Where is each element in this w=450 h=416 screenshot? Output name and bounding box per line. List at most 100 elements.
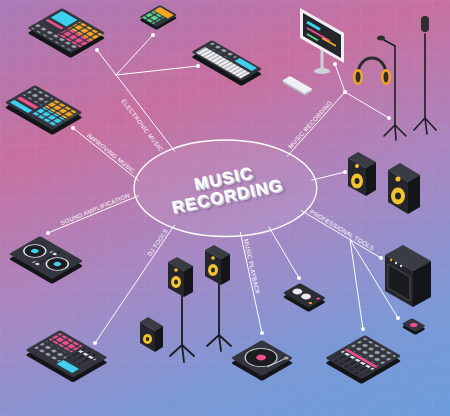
leader-dot — [297, 276, 301, 280]
computer-monitor — [282, 8, 344, 96]
branch-label: DJ TOOLS — [146, 228, 169, 258]
speaker — [366, 162, 376, 196]
branch-label-holder: ELECTRONIC MUSIC — [118, 92, 172, 154]
mixing-console — [325, 335, 401, 384]
leader-line — [97, 50, 175, 151]
amplifier — [385, 245, 431, 307]
leader-line — [335, 64, 345, 92]
turntable — [231, 340, 293, 376]
speaker — [174, 280, 178, 285]
speaker — [211, 256, 215, 260]
groovebox — [32, 107, 66, 127]
dj-controller — [52, 261, 62, 267]
speaker-stand — [170, 284, 231, 362]
turntable — [283, 356, 290, 360]
microphone — [421, 16, 429, 32]
speaker — [140, 245, 230, 352]
sampler-device — [27, 8, 105, 53]
leader-line — [301, 211, 381, 259]
speaker — [355, 178, 360, 184]
mixing-console — [325, 335, 401, 379]
leader-line — [312, 172, 345, 180]
amplifier — [388, 264, 410, 301]
leader-dot — [46, 33, 400, 345]
midi-keyboard — [191, 40, 262, 81]
leader-dot — [46, 231, 50, 235]
audio-interface — [283, 283, 326, 308]
leader-dot — [343, 170, 347, 174]
audio-interface — [316, 297, 321, 300]
groovebox — [10, 100, 33, 113]
sampler-device — [27, 8, 105, 58]
leader-line — [269, 227, 299, 278]
speaker — [155, 326, 163, 352]
speaker — [211, 268, 215, 273]
dj-mixer — [57, 360, 80, 373]
leader-dot — [196, 64, 200, 68]
sampler-device — [31, 24, 78, 51]
dj-controller — [9, 236, 83, 279]
turntable — [254, 354, 268, 362]
leader-dot — [333, 62, 337, 66]
branch-label-holder: PROFESSIONAL TOOLS — [307, 201, 379, 254]
sampler-device — [27, 8, 105, 53]
leader-dot — [95, 48, 99, 52]
microphone — [377, 16, 429, 41]
microphone-stand — [384, 40, 406, 140]
leader-dot — [387, 116, 391, 120]
speaker — [395, 193, 401, 200]
branch-label: MUSIC PLAYBACK — [243, 238, 261, 294]
dj-mixer — [25, 330, 107, 378]
branch-label-holder: IMPROVING MUSIC — [84, 125, 142, 176]
leader-line — [287, 92, 345, 156]
headphones — [353, 58, 391, 85]
dj-mixer — [25, 330, 107, 378]
speaker — [174, 268, 178, 272]
speaker — [184, 266, 193, 297]
branch-label: PROFESSIONAL TOOLS — [309, 209, 375, 252]
leader-dot — [343, 90, 347, 94]
leader-dot — [361, 327, 365, 331]
leader-dot — [260, 331, 264, 335]
pad-controller — [139, 5, 177, 27]
branch-label: SOUND AMPLIFICATION — [60, 192, 131, 226]
leader-line — [73, 128, 138, 180]
computer-monitor — [307, 28, 330, 41]
branch-label-holder: DJ TOOLS — [139, 223, 172, 259]
computer-monitor — [322, 38, 336, 46]
amplifier — [395, 262, 397, 264]
speaker — [408, 175, 420, 214]
leader-line — [350, 240, 363, 330]
audio-interface — [283, 283, 326, 308]
dj-mixer — [67, 348, 100, 367]
leader-dot — [396, 316, 400, 320]
microphone — [377, 36, 385, 41]
leader-dot — [151, 33, 155, 37]
turntable — [267, 357, 286, 368]
groovebox — [5, 85, 83, 130]
computer-monitor — [314, 68, 330, 74]
speaker — [171, 276, 181, 288]
speaker — [355, 164, 359, 168]
headphones — [358, 58, 386, 74]
computer-monitor — [307, 34, 318, 41]
dj-controller — [9, 236, 83, 279]
amplifier — [400, 265, 402, 267]
branch-label: ELECTRONIC MUSIC — [120, 98, 164, 153]
center-ellipse: MUSIC RECORDING — [133, 139, 318, 237]
groovebox — [5, 85, 83, 130]
headphones — [356, 72, 361, 83]
speaker — [221, 254, 230, 285]
leader-line — [48, 196, 138, 233]
pad-controller — [142, 11, 165, 24]
dj-mixer — [34, 341, 70, 362]
microphone-stand — [414, 34, 436, 134]
mixing-console — [325, 335, 401, 379]
midi-keyboard — [191, 40, 262, 86]
dj-mixer — [25, 330, 107, 383]
mixing-console — [329, 351, 374, 377]
headphones — [353, 69, 363, 85]
leader-line — [95, 225, 175, 343]
